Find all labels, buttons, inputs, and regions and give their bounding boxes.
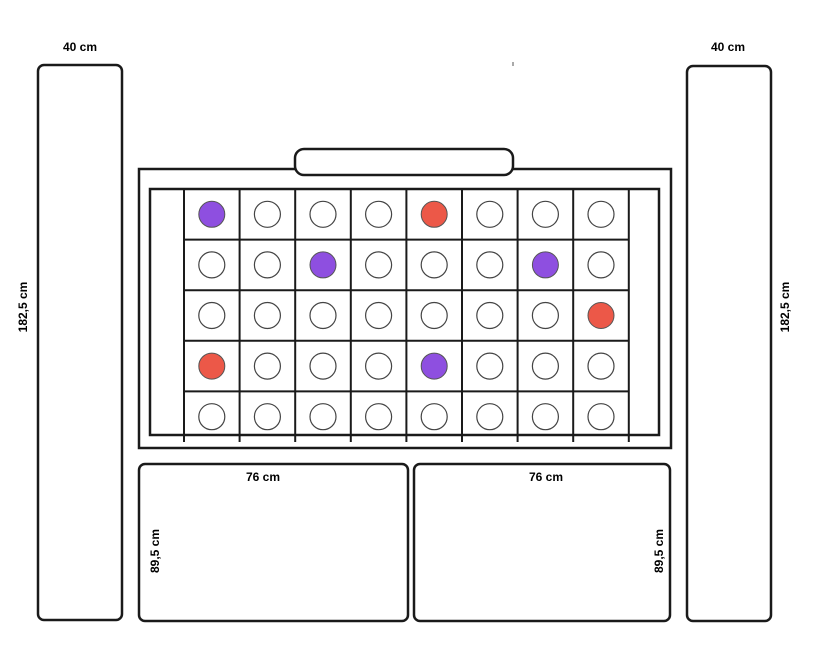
grid-button-empty — [476, 352, 504, 380]
right-bench-height-label: 89,5 cm — [652, 529, 666, 573]
grid-button-empty — [365, 301, 393, 330]
grid-button-empty — [587, 200, 615, 228]
grid-button-empty — [365, 352, 393, 380]
grid-button-empty — [531, 200, 560, 228]
grid-button-empty — [198, 403, 226, 431]
grid-button-empty — [309, 301, 337, 330]
right-bench — [412, 462, 672, 623]
grid-button-empty — [587, 251, 615, 279]
grid-button-empty — [365, 403, 393, 431]
grid-button-empty — [253, 301, 281, 330]
grid-button-empty — [420, 251, 448, 279]
grid-button-empty — [309, 352, 337, 380]
grid-button-empty — [253, 352, 281, 380]
grid-button-empty — [309, 200, 337, 228]
grid-button-empty — [531, 403, 560, 431]
grid-button-empty — [476, 403, 504, 431]
grid-button-empty — [198, 251, 226, 279]
grid-button-empty — [420, 301, 448, 330]
right-bench-width-label: 76 cm — [529, 470, 563, 484]
left-bench — [137, 462, 410, 623]
left-bench-height-label: 89,5 cm — [148, 529, 162, 573]
grid-button-empty — [587, 403, 615, 431]
grid-button-empty — [531, 352, 560, 380]
button-grid — [183, 189, 630, 442]
grid-button-purple — [420, 352, 448, 380]
left-panel-height-label: 182,5 cm — [16, 282, 30, 333]
grid-button-empty — [587, 352, 615, 380]
grid-button-purple — [531, 251, 559, 279]
grid-button-empty — [309, 403, 337, 431]
right-panel — [685, 64, 773, 623]
grid-button-empty — [476, 200, 504, 228]
grid-button-empty — [476, 301, 504, 330]
grid-button-red — [198, 352, 226, 380]
left-panel-width-label: 40 cm — [63, 40, 97, 54]
grid-button-purple — [198, 200, 226, 228]
headboard-top-handle — [293, 147, 515, 177]
grid-button-red — [587, 302, 615, 329]
grid-button-empty — [476, 251, 504, 279]
grid-button-purple — [309, 251, 337, 279]
grid-button-empty — [253, 200, 281, 228]
grid-button-empty — [198, 301, 226, 330]
left-panel — [36, 63, 124, 622]
grid-button-empty — [531, 301, 560, 330]
grid-button-empty — [365, 251, 393, 279]
grid-button-empty — [365, 200, 393, 228]
grid-button-red — [420, 200, 448, 228]
left-bench-width-label: 76 cm — [246, 470, 280, 484]
right-panel-width-label: 40 cm — [711, 40, 745, 54]
grid-button-empty — [253, 251, 281, 279]
right-panel-height-label: 182,5 cm — [778, 282, 792, 333]
grid-button-empty — [253, 403, 281, 431]
grid-inner-frame — [148, 187, 661, 437]
grid-button-empty — [420, 403, 448, 431]
